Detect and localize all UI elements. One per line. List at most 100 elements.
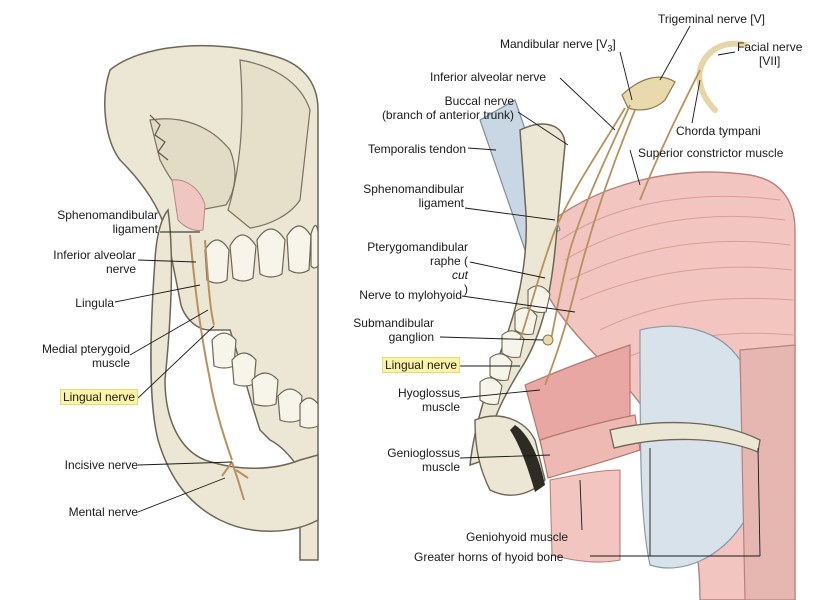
geniohyoid-muscle bbox=[549, 469, 621, 563]
label-text: nerve bbox=[105, 262, 136, 276]
mental-nerve-branches bbox=[221, 461, 249, 501]
leader-left-med-ptery bbox=[129, 309, 209, 356]
mandible-body bbox=[474, 415, 546, 496]
leader-left-mental bbox=[137, 477, 226, 513]
label-inferior-alveolar-nerve: Inferior alveolar nerve bbox=[430, 70, 547, 84]
label-pterygomandibular-raphe: Pterygomandibular raphe (cut) bbox=[367, 240, 468, 296]
lingual-nerve-path-right bbox=[544, 109, 636, 386]
leader-temporalis bbox=[467, 147, 497, 151]
leader-geniohyoid bbox=[579, 479, 583, 531]
label-text: Mandibular nerve [V bbox=[500, 37, 608, 51]
leader-lines bbox=[114, 25, 761, 557]
label-text: (branch of anterior trunk) bbox=[381, 108, 514, 122]
muscle-fibers bbox=[559, 195, 794, 361]
label-submandibular-ganglion: Submandibular ganglion bbox=[353, 316, 434, 344]
mandible-cut-surface bbox=[510, 425, 545, 492]
label-text: Genioglossus bbox=[387, 446, 460, 460]
label-left-medial-pterygoid-muscle: Medial pterygoid muscle bbox=[42, 342, 130, 370]
label-text: Submandibular bbox=[353, 316, 434, 330]
leader-left-lingual bbox=[137, 325, 215, 399]
leader-genioglossus bbox=[459, 454, 551, 459]
leader-hyoglossus bbox=[459, 389, 541, 399]
label-left-inferior-alveolar-nerve: Inferior alveolar nerve bbox=[53, 248, 136, 276]
leader-ptery-raphe bbox=[469, 261, 546, 279]
label-text: Facial nerve bbox=[737, 40, 803, 54]
label-text: Medial pterygoid bbox=[41, 342, 130, 356]
inferior-alveolar-nerve-path bbox=[189, 234, 233, 461]
label-trigeminal-nerve: Trigeminal nerve [V] bbox=[658, 12, 765, 26]
leader-inf-alv bbox=[559, 77, 616, 131]
leader-left-lingula bbox=[114, 284, 201, 303]
label-lingual-nerve: Lingual nerve bbox=[381, 357, 460, 373]
suture-line bbox=[149, 114, 169, 161]
label-greater-horns-hyoid: Greater horns of hyoid bone bbox=[414, 550, 564, 564]
label-genioglossus-muscle: Genioglossus muscle bbox=[387, 446, 460, 474]
leader-left-inf-alv bbox=[137, 259, 197, 263]
skull-illustration bbox=[104, 44, 319, 561]
label-text: ganglion bbox=[388, 330, 434, 344]
lower-teeth bbox=[211, 332, 319, 429]
leader-facial bbox=[717, 51, 736, 56]
label-text: [VII] bbox=[759, 54, 781, 68]
label-facial-nerve: Facial nerve [VII] bbox=[737, 40, 802, 68]
label-text: ligament bbox=[112, 222, 158, 236]
label-left-lingual-nerve: Lingual nerve bbox=[59, 389, 138, 405]
label-text: Buccal nerve bbox=[444, 94, 514, 108]
leader-sup-constrictor bbox=[629, 149, 641, 186]
label-text: ligament bbox=[418, 196, 464, 210]
pharyngeal-wall bbox=[739, 344, 796, 600]
label-buccal-nerve: Buccal nerve (branch of anterior trunk) bbox=[382, 94, 514, 122]
label-left-incisive-nerve: Incisive nerve bbox=[64, 458, 138, 472]
medial-pterygoid-muscle bbox=[171, 179, 206, 231]
label-subscript: 3 bbox=[607, 43, 613, 54]
label-left-lingula: Lingula bbox=[75, 296, 114, 310]
label-mandibular-nerve: Mandibular nerve [V3] bbox=[500, 37, 616, 55]
label-superior-constrictor-muscle: Superior constrictor muscle bbox=[638, 146, 784, 160]
label-text: muscle bbox=[421, 400, 460, 414]
label-left-lingual-nerve-wrap: Lingual nerve bbox=[59, 389, 138, 405]
label-text-italic: cut bbox=[451, 268, 468, 282]
leader-spheno-right bbox=[464, 207, 556, 221]
label-text: Inferior alveolar bbox=[53, 248, 136, 262]
leader-buccal bbox=[517, 111, 569, 146]
maxilla bbox=[227, 59, 311, 229]
label-text: ] bbox=[612, 37, 616, 51]
label-text: Pterygomandibular bbox=[367, 240, 468, 254]
trigeminal-ganglion bbox=[621, 76, 676, 111]
submandibular-ganglion bbox=[542, 334, 554, 346]
mandible bbox=[150, 208, 319, 532]
label-text: muscle bbox=[91, 356, 130, 370]
mandibular-nerve-path bbox=[549, 104, 631, 346]
label-text: muscle bbox=[421, 460, 460, 474]
label-lingual-nerve-wrap: Lingual nerve bbox=[381, 357, 460, 373]
label-text: Sphenomandibular bbox=[363, 182, 464, 196]
leader-submand bbox=[439, 336, 544, 341]
label-chorda-tympani: Chorda tympani bbox=[676, 124, 761, 138]
label-sphenomandibular-ligament: Sphenomandibular ligament bbox=[363, 182, 464, 210]
dissection-illustration bbox=[469, 40, 796, 600]
upper-teeth bbox=[204, 224, 319, 284]
label-left-sphenomandibular-ligament: Sphenomandibular ligament bbox=[57, 208, 158, 236]
label-temporalis-tendon: Temporalis tendon bbox=[367, 142, 466, 156]
leader-mylohyoid bbox=[461, 295, 576, 313]
leader-chorda bbox=[691, 79, 701, 124]
label-text: Sphenomandibular bbox=[57, 208, 158, 222]
label-nerve-to-mylohyoid: Nerve to mylohyoid bbox=[359, 288, 462, 302]
leader-greater-horns bbox=[590, 447, 761, 557]
label-text: ) bbox=[464, 282, 468, 296]
label-hyoglossus-muscle: Hyoglossus muscle bbox=[398, 386, 460, 414]
label-text-raphe: raphe (cut) bbox=[367, 254, 468, 296]
label-text: raphe ( bbox=[429, 254, 468, 268]
label-geniohyoid-muscle: Geniohyoid muscle bbox=[466, 530, 569, 544]
mandible-nerves bbox=[189, 234, 249, 501]
pharynx bbox=[639, 325, 746, 569]
label-left-mental-nerve: Mental nerve bbox=[68, 505, 138, 519]
chorda-tympani-path bbox=[639, 69, 701, 201]
lingual-nerve-path bbox=[204, 239, 215, 326]
nerve-paths bbox=[519, 69, 701, 386]
leader-mandibular bbox=[619, 51, 633, 101]
label-text: Hyoglossus bbox=[397, 386, 460, 400]
leader-left-incisive bbox=[137, 461, 233, 466]
